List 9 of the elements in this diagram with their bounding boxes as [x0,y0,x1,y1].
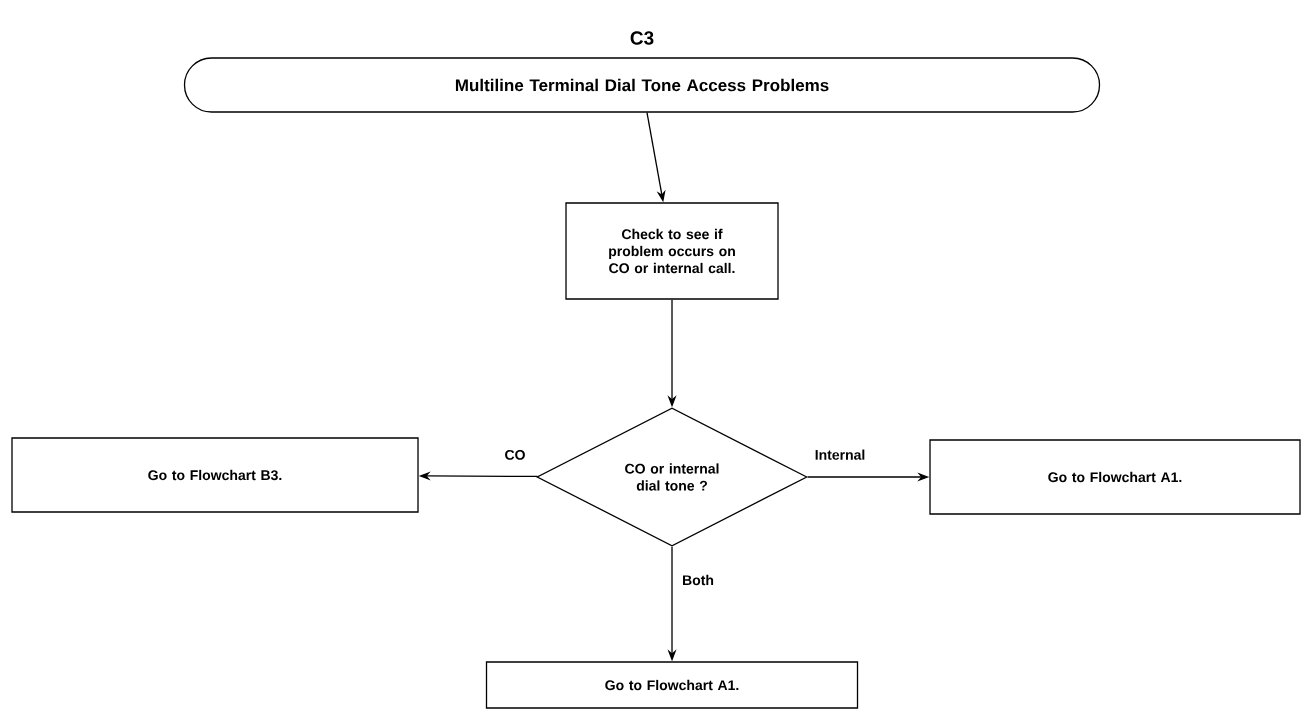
edge-label: Both [680,572,716,588]
process-box: Check to see if problem occurs on CO or internal call. [565,202,779,300]
process-box: Go to Flowchart B3. [11,437,419,513]
edge-label: CO [502,447,528,462]
terminator-box: Multiline Terminal Dial Tone Access Problems [183,57,1101,113]
heading: C3 [630,31,654,45]
edge-label: Internal [812,447,868,462]
process-box: Go to Flowchart A1. [929,439,1301,515]
process-box: Go to Flowchart A1. [485,661,859,709]
